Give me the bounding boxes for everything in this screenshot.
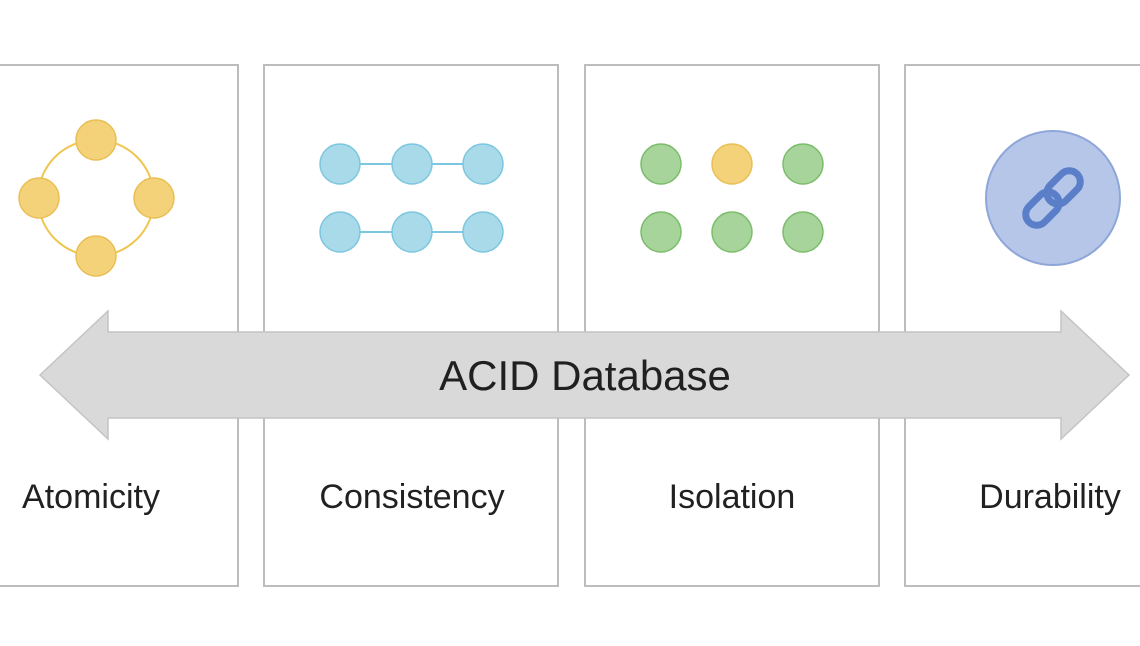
ring-node-right <box>133 177 175 219</box>
grid-node <box>782 143 824 185</box>
label-consistency: Consistency <box>319 478 505 516</box>
node-grid-icon <box>640 143 824 253</box>
chain-link-right <box>1043 167 1084 208</box>
double-arrow-banner <box>38 309 1131 441</box>
ring-node-left <box>18 177 60 219</box>
chain-node <box>462 211 504 253</box>
grid-node-highlight <box>711 143 753 185</box>
ring-of-nodes-icon <box>18 119 175 277</box>
diagram-title: ACID Database <box>439 352 731 399</box>
link-icon-badge <box>985 130 1121 266</box>
grid-node <box>711 211 753 253</box>
link-icon <box>985 130 1121 266</box>
grid-node <box>640 211 682 253</box>
chain-node <box>391 211 433 253</box>
ring-node-top <box>75 119 117 161</box>
chained-nodes-icon <box>319 143 504 253</box>
chain-node <box>319 211 361 253</box>
chain-links <box>1022 167 1084 229</box>
chain-node <box>319 143 361 185</box>
panel-atomicity <box>0 64 239 587</box>
label-isolation: Isolation <box>668 478 796 516</box>
grid-node <box>640 143 682 185</box>
label-atomicity: Atomicity <box>22 478 160 516</box>
grid-node <box>782 211 824 253</box>
chain-node <box>462 143 504 185</box>
chain-link-left <box>1022 188 1063 229</box>
ring-node-bottom <box>75 235 117 277</box>
chain-node <box>391 143 433 185</box>
label-durability: Durability <box>979 478 1121 516</box>
